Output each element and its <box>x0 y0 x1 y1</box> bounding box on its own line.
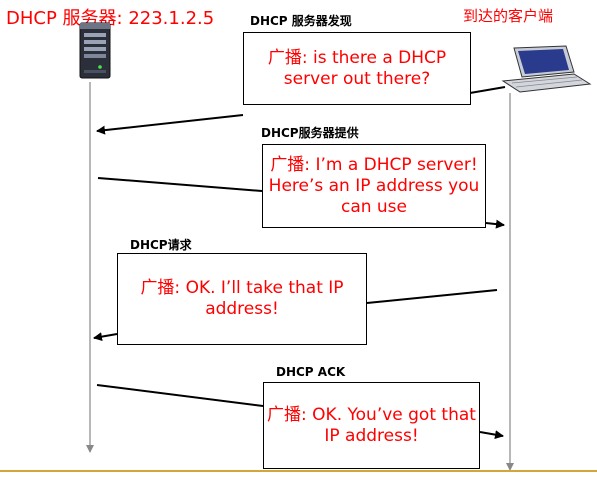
offer-arrow-segment <box>97 177 263 192</box>
server-icon <box>79 22 111 79</box>
laptop-icon <box>501 45 592 93</box>
client-label: 到达的客户端 <box>463 7 554 25</box>
message-box-request: 广播: OK. I’ll take that IP address! <box>117 253 367 345</box>
message-box-ack: 广播: OK. You’ve got that IP address! <box>263 382 480 469</box>
server-label: DHCP 服务器: 223.1.2.5 <box>6 8 215 29</box>
message-box-discover: 广播: is there a DHCP server out there? <box>243 32 471 105</box>
message-line: can use <box>340 196 408 217</box>
offer-arrow <box>485 219 505 229</box>
message-line: 广播: OK. You’ve got that <box>267 404 476 425</box>
request-arrow <box>93 332 118 342</box>
message-line: server out there? <box>283 68 431 89</box>
request-arrow-segment <box>366 289 498 304</box>
message-line: IP address! <box>324 425 419 446</box>
ack-arrow <box>479 430 504 440</box>
discover-arrow-segment <box>469 86 506 94</box>
ack-arrow-segment <box>96 384 264 407</box>
step-label-offer: DHCP服务器提供 <box>261 126 359 140</box>
step-label-request: DHCP请求 <box>130 238 192 252</box>
message-line: address! <box>205 299 279 319</box>
message-box-offer: 广播: I’m a DHCP server! Here’s an IP addr… <box>262 144 486 228</box>
message-line: Here’s an IP address you <box>268 175 480 196</box>
discover-arrow <box>96 114 244 135</box>
message-line: 广播: I’m a DHCP server! <box>270 154 478 175</box>
step-label-discover: DHCP 服务器发现 <box>250 14 352 28</box>
message-line: 广播: OK. I’ll take that IP <box>140 278 344 298</box>
step-label-ack: DHCP ACK <box>276 365 346 379</box>
message-line: 广播: is there a DHCP <box>267 47 447 68</box>
